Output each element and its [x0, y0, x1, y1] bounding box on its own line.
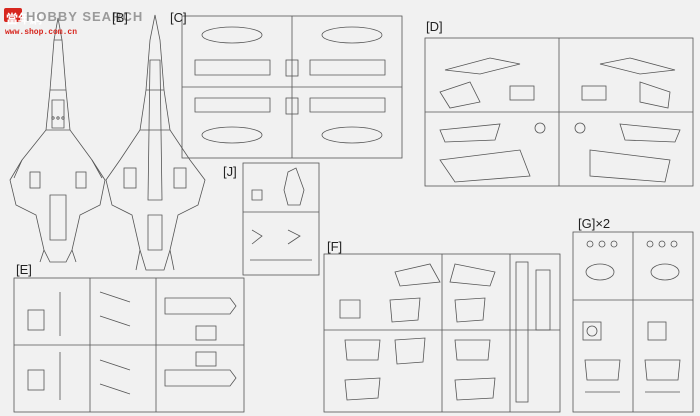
watermark-badge [4, 8, 22, 22]
watermark-cn: 當年網 [6, 12, 43, 26]
watermark-logo: 當年網 HOBBY SEARCH www.shop.com.cn [4, 6, 164, 40]
sprue-c [181, 15, 403, 159]
section-label-b: [B] [112, 10, 128, 25]
watermark-title: HOBBY SEARCH [26, 9, 144, 24]
sprue-f [323, 253, 561, 413]
watermark-url: www.shop.com.cn [5, 28, 78, 37]
aircraft-bottom-view [105, 14, 206, 271]
section-label-e: [E] [16, 262, 32, 277]
sprue-j [242, 162, 320, 276]
section-label-f: [F] [327, 239, 343, 254]
section-label-j: [J] [223, 164, 237, 179]
aircraft-top-view [9, 17, 106, 263]
section-label-d: [D] [426, 19, 443, 34]
sprue-d [424, 37, 694, 187]
sprue-e [13, 277, 245, 413]
section-label-c: [C] [170, 10, 187, 25]
sprue-g [572, 231, 694, 413]
section-label-g: [G]×2 [578, 216, 611, 231]
